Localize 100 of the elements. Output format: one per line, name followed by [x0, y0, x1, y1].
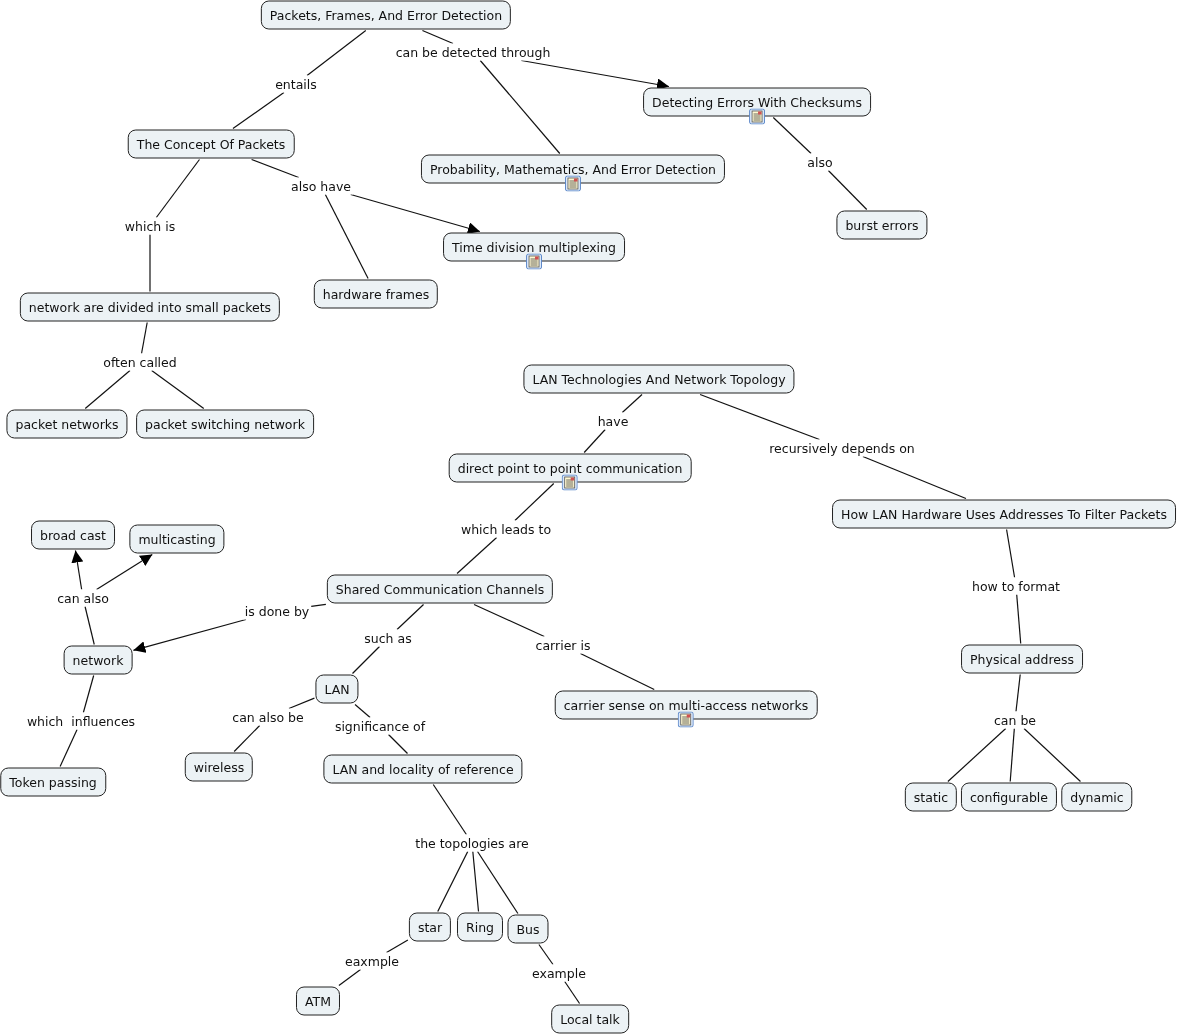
concept-label: wireless	[193, 759, 245, 775]
connector-line	[149, 233, 151, 293]
connector-line	[564, 980, 581, 1005]
concept-label: direct point to point communication	[457, 460, 683, 476]
connector-line	[583, 428, 606, 454]
concept-box	[551, 1004, 629, 1034]
concept-box	[0, 767, 106, 797]
concept-box	[326, 574, 554, 604]
concept-box	[832, 499, 1176, 529]
connector-line	[772, 116, 812, 155]
concept-label: LAN Technologies And Network Topology	[532, 371, 786, 387]
connector-line	[514, 482, 555, 522]
concept-box	[904, 782, 958, 812]
concept-box	[6, 409, 128, 439]
connector-line	[1015, 673, 1021, 713]
concept-box	[960, 782, 1058, 812]
connector-line	[437, 850, 469, 913]
concept-label: multicasting	[138, 531, 216, 547]
connector-line	[699, 393, 821, 441]
concept-box	[315, 674, 359, 704]
concept-box	[313, 279, 439, 309]
concept-label: broad cast	[40, 527, 106, 543]
concept-box	[408, 912, 452, 942]
connector-line	[385, 939, 409, 954]
connector-line	[472, 850, 480, 913]
concept-label: carrier sense on multi-access networks	[563, 697, 809, 713]
connector-line	[84, 605, 95, 646]
connector-line	[538, 943, 554, 966]
concept-box	[523, 364, 795, 394]
concept-box	[19, 292, 281, 322]
connector-line	[476, 850, 519, 915]
concept-label: hardware frames	[322, 286, 430, 302]
concept-box	[63, 645, 133, 675]
connector-line	[1016, 593, 1022, 645]
concept-box	[184, 752, 254, 782]
concept-box	[836, 210, 928, 240]
concept-box	[1061, 782, 1133, 812]
connector-line	[432, 783, 467, 836]
concept-label: Physical address	[970, 651, 1074, 667]
arrow	[95, 553, 153, 591]
connector-line	[387, 733, 409, 755]
concept-label: Token passing	[9, 774, 97, 790]
connector-line	[1006, 528, 1016, 579]
concept-box	[127, 129, 295, 159]
arrow	[71, 549, 84, 591]
concept-label: network are divided into small packets	[28, 299, 272, 315]
concept-label: Probability, Mathematics, And Error Detection	[429, 161, 717, 177]
connector-line	[396, 603, 425, 631]
connector-line	[324, 193, 369, 280]
concept-label: dynamic	[1070, 789, 1124, 805]
connector-line	[1023, 727, 1082, 783]
concept-label: Packets, Frames, And Error Detection	[269, 7, 503, 23]
connector-line	[155, 158, 201, 219]
connector-line	[232, 91, 285, 130]
concept-box	[457, 912, 503, 942]
concept-label: star	[417, 919, 443, 935]
concept-label: The Concept Of Packets	[136, 136, 286, 152]
connector-line	[473, 603, 545, 638]
connector-line	[306, 29, 367, 77]
connector-line	[288, 697, 316, 710]
concept-label: Detecting Errors With Checksums	[652, 94, 862, 110]
connector-line	[59, 728, 78, 768]
connector-line	[947, 727, 1007, 783]
concept-box	[961, 644, 1083, 674]
connector-line	[251, 158, 300, 179]
concept-label: packet networks	[15, 416, 119, 432]
concept-label: burst errors	[845, 217, 919, 233]
concept-label: Local talk	[560, 1011, 620, 1027]
concept-label: LAN	[324, 681, 350, 697]
concept-label: configurable	[969, 789, 1049, 805]
connector-line	[338, 968, 362, 987]
connector-line	[456, 536, 498, 575]
connector-line	[479, 59, 561, 155]
connector-line	[84, 369, 131, 410]
concept-label: Ring	[466, 919, 494, 935]
concept-box	[136, 409, 314, 439]
connector-line	[421, 29, 454, 45]
connector-line	[140, 321, 148, 355]
concept-box	[129, 524, 225, 554]
arrow	[350, 193, 481, 234]
connector-line	[579, 652, 655, 691]
concept-label: Shared Communication Channels	[335, 581, 545, 597]
connector-line	[151, 369, 205, 410]
concept-box	[296, 986, 340, 1016]
connector-line	[621, 393, 643, 414]
connector-line	[82, 674, 95, 714]
connector-line	[827, 169, 868, 211]
connector-line	[1009, 727, 1015, 783]
concept-label: How LAN Hardware Uses Addresses To Filter Packets	[841, 506, 1167, 522]
connector-line	[310, 603, 327, 607]
concept-box	[323, 754, 523, 784]
connector-line	[354, 703, 371, 719]
concept-label: network	[72, 652, 124, 668]
concept-label: ATM	[305, 993, 331, 1009]
concept-box	[260, 0, 512, 30]
concept-label: Bus	[516, 921, 540, 937]
connector-line	[351, 645, 381, 675]
connector-line	[862, 455, 967, 500]
connector-line	[233, 724, 261, 753]
concept-label: static	[913, 789, 949, 805]
